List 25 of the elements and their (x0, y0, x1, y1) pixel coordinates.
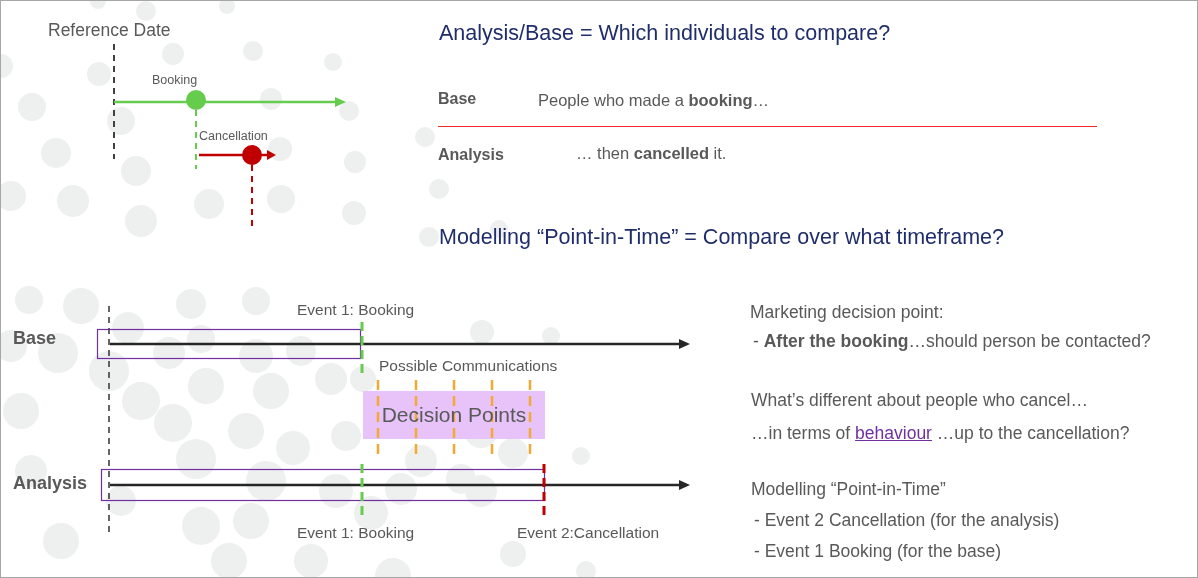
event-label: Event 1: Booking (297, 524, 415, 543)
description-text: … then cancelled it. (576, 144, 727, 164)
note-text: Marketing decision point: (750, 302, 944, 323)
row-label: Analysis (438, 145, 504, 165)
event-label: Cancellation (199, 129, 268, 144)
note-text: What’s different about people who cancel… (751, 390, 1088, 411)
description-text: People who made a booking… (538, 91, 770, 111)
section-heading: Analysis/Base = Which individuals to compare? (439, 21, 891, 47)
note-text: - Event 2 Cancellation (for the analysis) (754, 510, 1060, 531)
row-label: Analysis (13, 473, 88, 495)
box-label: Decision Points (381, 403, 527, 427)
note-text: - After the booking…should person be contacted? (753, 331, 1151, 352)
section-heading: Modelling “Point-in-Time” = Compare over what timeframe? (439, 225, 1004, 251)
note-text: - Event 1 Booking (for the base) (754, 541, 1002, 562)
question-text: …in terms of behaviour …up to the cancellation? (751, 423, 1130, 444)
event-label: Booking (152, 73, 198, 88)
reference-date-label: Reference Date (48, 20, 171, 41)
link: behaviour (855, 423, 932, 443)
annotation-text: Possible Communications (379, 357, 558, 376)
event-label: Event 1: Booking (297, 301, 415, 320)
highlight-box (363, 391, 545, 439)
row-label: Base (438, 89, 477, 109)
event-label: Event 2:Cancellation (517, 524, 660, 543)
row-label: Base (13, 328, 57, 350)
note-text: Modelling “Point-in-Time” (751, 479, 946, 500)
